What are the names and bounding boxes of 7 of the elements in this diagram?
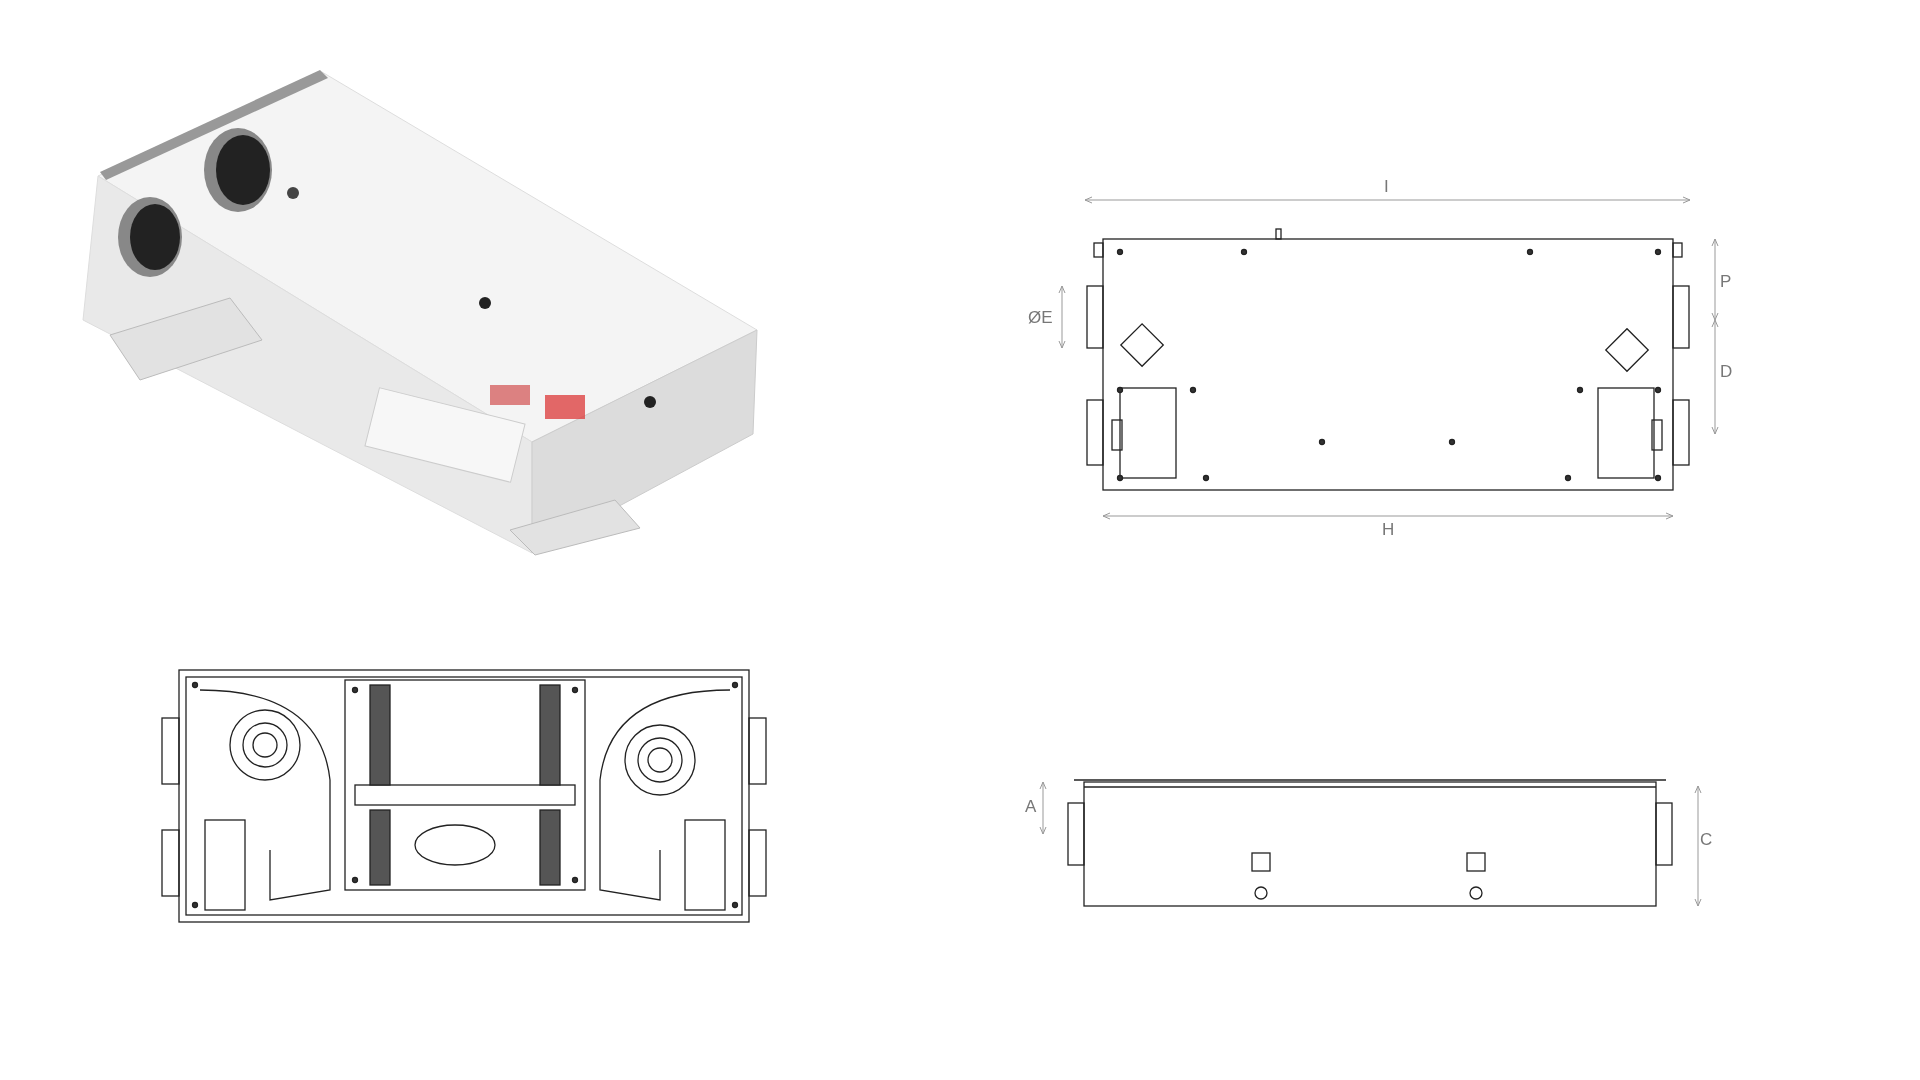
dimension-label: A	[1025, 798, 1037, 816]
dimension-label: ØE	[1028, 309, 1053, 327]
dimension-label: D	[1720, 363, 1733, 381]
dimension-label: P	[1720, 273, 1732, 291]
dimension-label: C	[1700, 831, 1713, 849]
dimension-label: I	[1384, 178, 1389, 196]
dimension-label: H	[1382, 521, 1395, 539]
